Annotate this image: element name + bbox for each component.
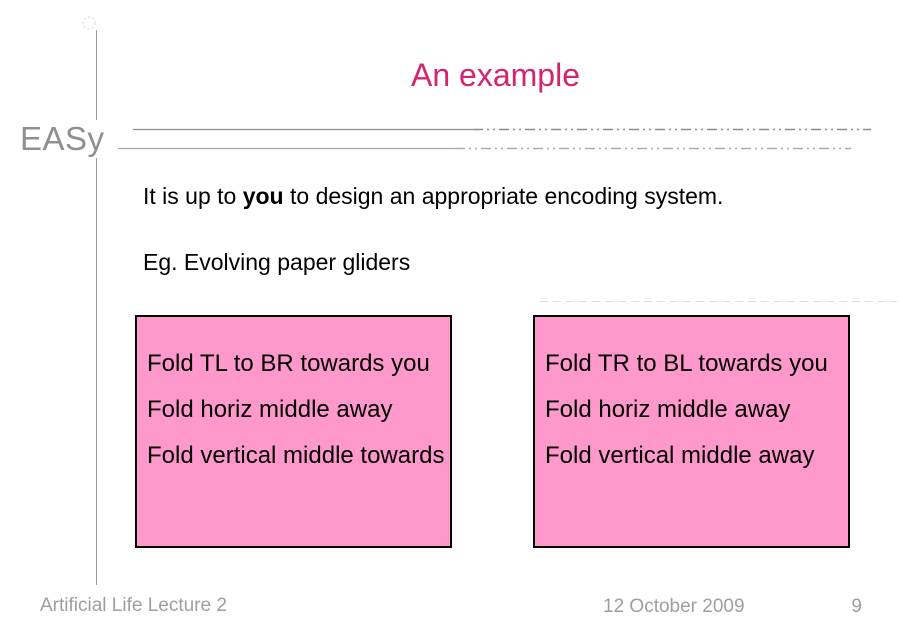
fold-instruction: Fold horiz middle away	[147, 396, 393, 423]
fold-instruction: Fold horiz middle away	[545, 396, 791, 423]
body-text-example: Eg. Evolving paper gliders	[143, 249, 411, 275]
body-text-emphasis: you	[242, 183, 284, 209]
fold-instruction: Fold vertical middle towards	[147, 442, 445, 469]
footer-lecture-title: Artificial Life Lecture 2	[40, 595, 227, 616]
fold-instructions-left-box: Fold TL to BR towards you Fold horiz mid…	[135, 315, 452, 548]
easy-logo: EASy	[20, 120, 106, 158]
fold-instructions-right-box: Fold TR to BL towards you Fold horiz mid…	[533, 315, 850, 548]
slide-title: An example	[411, 57, 580, 93]
fold-instruction: Fold TL to BR towards you	[147, 350, 430, 377]
fold-instruction: Fold vertical middle away	[545, 442, 815, 469]
footer-date: 12 October 2009	[603, 596, 745, 617]
fold-instruction: Fold TR to BL towards you	[545, 350, 828, 377]
body-text-suffix: to design an appropriate encoding system…	[283, 183, 724, 209]
body-text-prefix: It is up to	[143, 183, 243, 209]
footer-page-number: 9	[851, 596, 862, 617]
body-text-encoding: It is up to you to design an appropriate…	[143, 183, 723, 210]
starburst-mark	[82, 16, 96, 30]
